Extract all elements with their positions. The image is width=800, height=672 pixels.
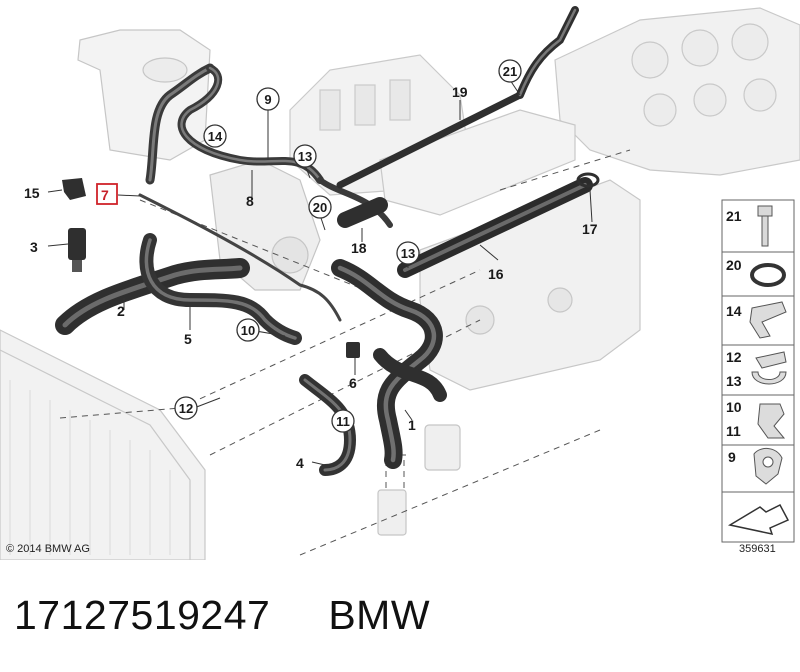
- legend-label-21: 21: [726, 208, 742, 224]
- callout-7-highlight[interactable]: 7: [96, 183, 118, 205]
- dashed-leaders: [59, 149, 631, 556]
- callout-12-circle: [174, 396, 198, 420]
- callout-5: 5: [184, 331, 192, 347]
- svg-text:14: 14: [208, 129, 223, 144]
- svg-text:7: 7: [101, 187, 109, 203]
- legend-panel: 21 20 14 12 13 10 11 9: [721, 199, 795, 543]
- arrow-icon: [727, 504, 790, 536]
- legend-label-9: 9: [728, 449, 736, 465]
- callout-10-circle: [236, 318, 260, 342]
- svg-text:11: 11: [336, 414, 350, 429]
- legend-label-20: 20: [726, 257, 742, 273]
- legend-label-12: 12: [726, 349, 742, 365]
- legend-label-11: 11: [726, 423, 741, 439]
- callout-19: 19: [452, 84, 468, 100]
- radiator: [0, 329, 206, 560]
- svg-text:13: 13: [401, 246, 415, 261]
- callout-2: 2: [117, 303, 125, 319]
- ring-17: [576, 172, 600, 188]
- svg-text:10: 10: [241, 323, 255, 338]
- svg-text:12: 12: [179, 401, 193, 416]
- spring-clamp-icon: [751, 351, 787, 385]
- hose-18: [337, 197, 388, 228]
- pipe-19: [336, 91, 524, 189]
- callout-8: 8: [246, 193, 254, 209]
- thermostat-housing: [377, 424, 461, 536]
- sensor-15: [62, 178, 86, 200]
- bolt-icon: [757, 205, 773, 247]
- hose-1-branch: [373, 348, 447, 402]
- o-ring-icon: [750, 263, 786, 287]
- small-parts: [62, 172, 600, 358]
- callout-9-circle: [256, 87, 280, 111]
- engine-block-right: [554, 7, 800, 176]
- callout-15: 15: [24, 185, 40, 201]
- callout-21-circle: [498, 59, 522, 83]
- svg-text:9: 9: [264, 92, 271, 107]
- brand-name: BMW: [328, 591, 431, 638]
- callout-6: 6: [349, 375, 357, 391]
- expansion-tank: [77, 29, 211, 161]
- svg-text:20: 20: [313, 200, 327, 215]
- circled-callout-labels: 9 14 13 20 13 21 10 12 11: [179, 64, 517, 429]
- callout-17: 17: [582, 221, 598, 237]
- legend-label-10: 10: [726, 399, 742, 415]
- part-number: 17127519247: [14, 591, 271, 638]
- legend-label-14: 14: [726, 303, 742, 319]
- plain-callouts: 15 3 2 5 4 6 1 8 18 16 17 19: [24, 84, 598, 471]
- plug-6: [346, 342, 360, 358]
- svg-text:21: 21: [503, 64, 517, 79]
- hose-clamp-icon: [757, 403, 786, 439]
- callout-1: 1: [408, 417, 416, 433]
- water-pump-housing: [209, 159, 321, 291]
- callout-14-circle: [203, 124, 227, 148]
- callout-4: 4: [296, 455, 304, 471]
- switch-3: [68, 228, 86, 260]
- bracket-clip-icon: [753, 448, 783, 485]
- line-7: [138, 193, 342, 322]
- callout-13b-circle: [396, 241, 420, 265]
- callout-3: 3: [30, 239, 38, 255]
- callout-20-circle: [308, 195, 332, 219]
- callout-18: 18: [351, 240, 367, 256]
- diagram-id: 359631: [739, 543, 776, 555]
- circled-callouts: [174, 59, 522, 433]
- parts-diagram: 15 3 2 5 4 6 1 8 18 16 17 19 7 9 14 13 2…: [0, 6, 800, 560]
- callout-16: 16: [488, 266, 504, 282]
- callout-11-circle: [331, 409, 355, 433]
- legend-label-13: 13: [726, 373, 742, 389]
- svg-text:13: 13: [298, 149, 312, 164]
- part-footer: 17127519247 BMW: [14, 585, 430, 645]
- callout-13a-circle: [293, 144, 317, 168]
- hose-small-top: [317, 177, 393, 228]
- clip-icon: [749, 301, 787, 339]
- hoses: [55, 6, 593, 476]
- copyright-text: © 2014 BMW AG: [6, 543, 90, 555]
